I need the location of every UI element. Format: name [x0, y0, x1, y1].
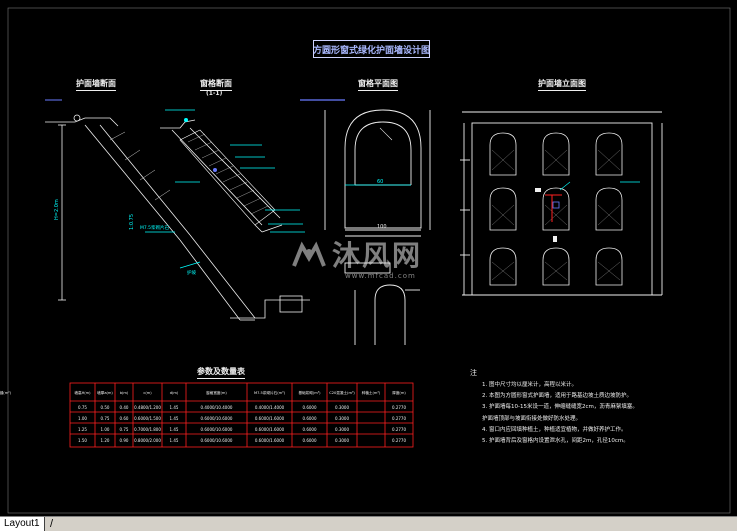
table-cell: 0.75: [101, 416, 110, 421]
note-item: 4. 窗口内应回填种植土，种植适宜植物，并做好养护工作。: [482, 426, 627, 433]
table-cell: 0.40: [120, 405, 129, 410]
table-header-cell: 墙高H(m): [74, 390, 91, 395]
table-cell: 1.50: [78, 438, 87, 443]
table-cell: 0.3000: [335, 427, 349, 432]
param-table-header: [70, 383, 413, 401]
table-cell: 0.6000: [303, 438, 317, 443]
svg-text:护坡: 护坡: [187, 269, 196, 276]
table-cell: 0.6000/1.6000: [255, 438, 285, 443]
table-cell: 1.25: [78, 427, 87, 432]
notes-heading: 注: [470, 369, 477, 377]
table-cell: 1.45: [170, 427, 179, 432]
svg-text:M7.5浆砌片石: M7.5浆砌片石: [140, 224, 170, 231]
table-header-cell: 种植土(m³): [362, 390, 381, 395]
watermark-text: 沐风网: [332, 239, 423, 272]
notes-list: 1. 图中尺寸均以厘米计，高程以米计。 2. 本图为方圆形窗式护面墙，适用于路基…: [482, 380, 722, 447]
label-wall-section: 护面墙断面: [76, 78, 116, 91]
table-header-cell: 窗格宽度(m): [206, 390, 227, 395]
note-item: 2. 本图为方圆形窗式护面墙，适用于路基边坡土质边坡防护。: [482, 393, 632, 400]
wall-elevation-view: [460, 111, 663, 296]
table-cell: 0.4000/10.4000: [201, 405, 233, 410]
window-section-hatch: [187, 133, 269, 215]
table-cell: 0.6000: [303, 416, 317, 421]
svg-text:100: 100: [377, 224, 387, 230]
table-cell: 0.4800/1.200: [134, 405, 161, 410]
label-section-sub: (1-1): [206, 90, 223, 97]
wall-section-accents: H=2.0m 1:0.75 M7.5浆砌片石 护坡: [45, 99, 201, 276]
table-cell: 0.90: [120, 438, 129, 443]
table-cell: 0.75: [120, 427, 129, 432]
window-openings: [489, 132, 623, 286]
note-item: 1. 图中尺寸均以厘米计，高程以米计。: [482, 382, 577, 388]
table-header-cell: c(m): [143, 391, 152, 395]
cad-drawing: H=2.0m 1:0.75 M7.5浆砌片石 护坡: [0, 7, 731, 514]
elevation-accents: [535, 181, 640, 242]
label-param-table: 参数及数量表: [197, 366, 245, 379]
table-cell: 1.45: [170, 416, 179, 421]
table-header-cell: M7.5浆砌片石(m³): [254, 390, 286, 395]
sheet-frame: [7, 7, 731, 514]
wall-section-view: [45, 117, 310, 321]
table-header-cell: d(m): [170, 391, 179, 395]
window-hatch: [491, 149, 621, 281]
window-section-labels: [165, 109, 305, 233]
param-table-grid: [69, 382, 414, 448]
table-cell: 0.6000: [303, 427, 317, 432]
table-cell: 0.4000/1.4000: [255, 405, 285, 410]
param-table: [70, 383, 413, 447]
window-section-view: [160, 119, 283, 233]
table-cell: 0.6000/1.6000: [255, 427, 285, 432]
note-item: 护面墙顶部与坡面衔接处做好防水处理。: [482, 415, 582, 422]
label-plan: 窗格平面图: [358, 78, 398, 91]
tab-separator: /: [50, 518, 54, 530]
table-header-cell: C20混凝土(m³): [329, 390, 355, 395]
watermark-url: www.mfcad.com: [345, 272, 416, 280]
table-cell: 0.6000/1.6000: [255, 416, 285, 421]
table-cell: 0.6000/1.500: [134, 416, 161, 421]
table-cell: 0.60: [120, 416, 129, 421]
layout-tab-bar: Layout1 /: [0, 516, 737, 531]
param-table-text: 墙高H(m) 墙厚a(m) b(m) c(m) d(m) 窗格宽度(m) M7.5浆砌片石(…: [0, 390, 406, 443]
table-cell: 0.3000: [335, 405, 349, 410]
table-cell: 0.7000/1.800: [134, 427, 161, 432]
watermark: 沐风网: [290, 240, 422, 272]
table-cell: 0.6000/10.6000: [201, 427, 233, 432]
table-header-cell: 厚度(m): [392, 390, 406, 395]
table-cell: 1.00: [101, 427, 110, 432]
table-cell: 1.20: [101, 438, 110, 443]
table-cell: 0.75: [78, 405, 87, 410]
table-cell: 0.3000: [335, 438, 349, 443]
table-cell: 0.2770: [392, 405, 406, 410]
svg-text:60: 60: [377, 179, 383, 185]
table-cell: 0.8000/2.000: [134, 438, 161, 443]
table-cell: 0.6000/10.6000: [201, 438, 233, 443]
table-cell: 0.2770: [392, 438, 406, 443]
table-cell: 0.2770: [392, 416, 406, 421]
svg-text:H=2.0m: H=2.0m: [54, 199, 60, 220]
table-cell: 0.6000: [303, 405, 317, 410]
table-header-cell: b(m): [120, 391, 129, 395]
note-item: 5. 护面墙背后及窗格内设置泄水孔，间距2m，孔径10cm。: [482, 438, 629, 445]
note-item: 3. 护面墙每10-15米设一道，伸缩缝缝宽2cm，沥青麻絮填塞。: [482, 404, 638, 411]
table-cell: 1.00: [78, 416, 87, 421]
drawing-canvas[interactable]: H=2.0m 1:0.75 M7.5浆砌片石 护坡: [0, 0, 737, 516]
svg-text:1:0.75: 1:0.75: [129, 214, 135, 230]
arch-plan-marks: 60 100: [300, 99, 411, 230]
arch-plan-view: [324, 109, 431, 237]
tab-layout1[interactable]: Layout1: [0, 517, 45, 531]
watermark-logo-icon: [292, 241, 326, 267]
table-header-cell: 墙厚a(m): [97, 390, 113, 395]
table-cell: 0.6000/10.6000: [201, 416, 233, 421]
table-cell: 0.50: [101, 405, 110, 410]
drain-detail: [344, 262, 420, 345]
label-wall-elevation: 护面墙立面图: [538, 78, 586, 91]
table-header-cell: 砂浆勾缝(m²): [0, 390, 12, 395]
table-header-cell: 基础浆砌(m³): [298, 390, 321, 395]
drawing-title: 方圆形窗式绿化护面墙设计图: [313, 40, 430, 58]
label-window-section: 窗格断面: [200, 78, 232, 91]
table-cell: 1.45: [170, 405, 179, 410]
table-cell: 0.3000: [335, 416, 349, 421]
table-cell: 1.45: [170, 438, 179, 443]
table-cell: 0.2770: [392, 427, 406, 432]
